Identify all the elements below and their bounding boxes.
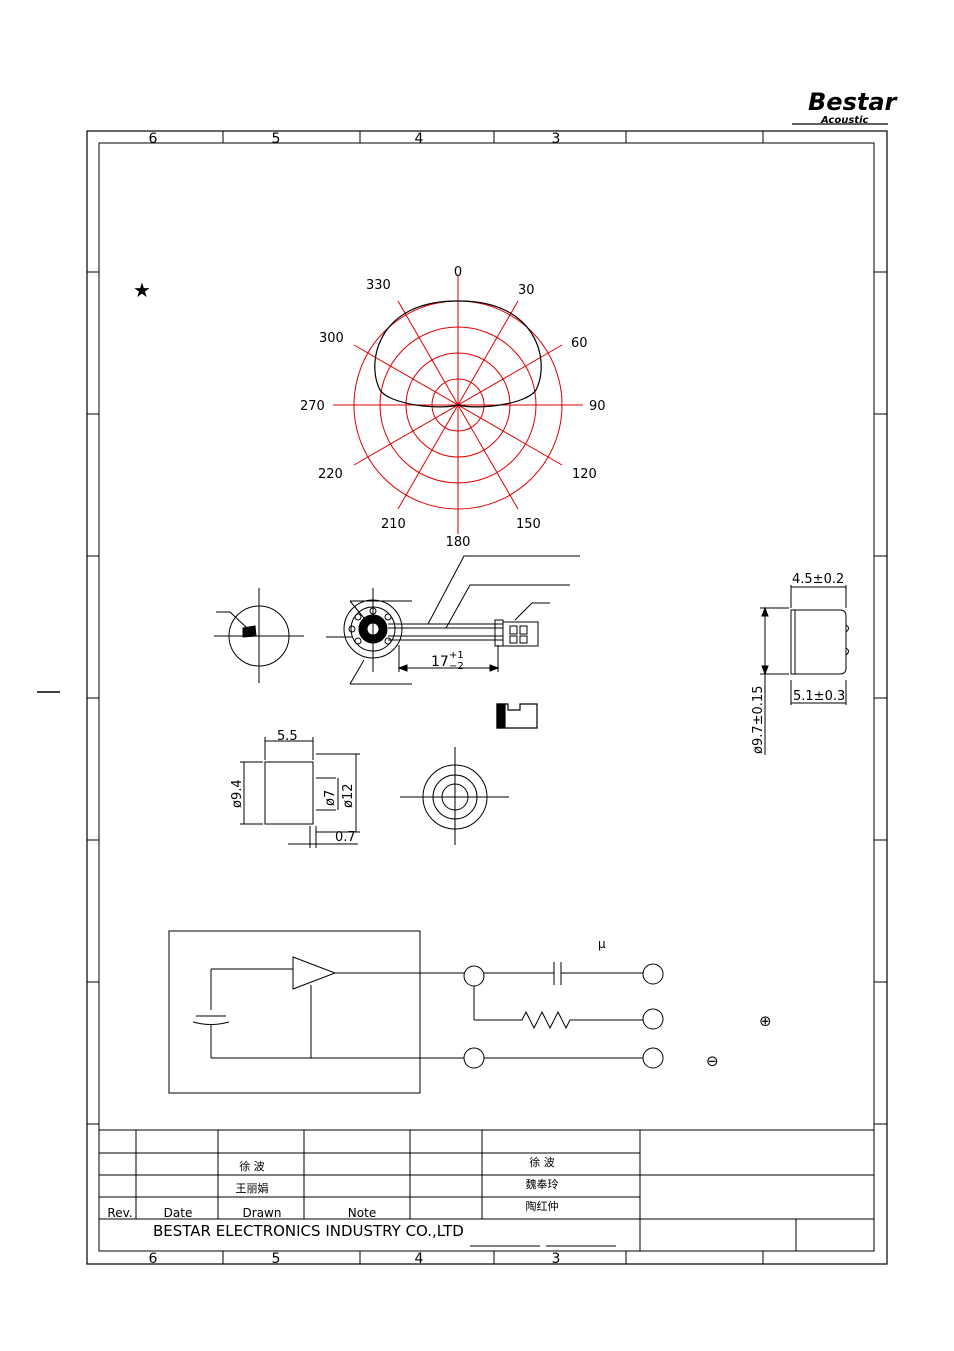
angle-label-270: 270: [300, 399, 325, 414]
approved-by-3: 陶红仲: [526, 1199, 559, 1213]
cap-width-dim: 5.5: [277, 729, 298, 744]
angle-label-90: 90: [589, 399, 606, 414]
col-label-top-4: 4: [415, 131, 424, 147]
col-label-top-6: 6: [149, 131, 158, 147]
cardioid-curve: [374, 300, 542, 408]
angle-label-330: 330: [366, 278, 391, 293]
angle-label-210: 210: [381, 517, 406, 532]
col-label-bottom-4: 4: [415, 1251, 424, 1267]
star-icon: ★: [133, 278, 151, 302]
header-note: Note: [348, 1206, 376, 1220]
angle-label-220: 220: [318, 467, 343, 482]
cap-end-view: [400, 747, 509, 845]
cap-flange-dia-dim: ø12: [341, 784, 356, 809]
rear-view-with-cable: [326, 555, 580, 685]
logo-brand: Bestar: [808, 88, 899, 116]
side-height-dim: 4.5±0.2: [792, 572, 844, 587]
angle-label-300: 300: [319, 331, 344, 346]
cable-length-dim: 17: [431, 654, 449, 670]
angle-label-60: 60: [571, 336, 588, 351]
diameter-dim: ø9.7±0.15: [751, 686, 766, 754]
header-drawn: Drawn: [243, 1206, 282, 1220]
plus-terminal-icon: ⊕: [759, 1012, 772, 1030]
side-view: [760, 585, 849, 755]
connector-detail: [496, 703, 538, 729]
sheet-frame: [86, 130, 888, 1265]
header-rev: Rev.: [107, 1206, 132, 1220]
bestar-logo: Bestar Acoustic: [792, 88, 899, 126]
col-label-top-3: 3: [552, 131, 561, 147]
angle-label-180: 180: [446, 535, 471, 550]
approved-by-2: 魏奉玲: [526, 1177, 559, 1191]
header-date: Date: [164, 1206, 193, 1220]
side-total-dim: 5.1±0.3: [793, 689, 845, 704]
angle-label-0: 0: [454, 265, 462, 280]
cap-outer-dia-dim: ø9.4: [230, 779, 245, 808]
cap-thickness-dim: 0.7: [335, 830, 356, 845]
cable-tol-minus: −2: [449, 661, 464, 672]
drawn-by-1: 徐 波: [239, 1159, 265, 1173]
col-label-bottom-6: 6: [149, 1251, 158, 1267]
col-label-bottom-3: 3: [552, 1251, 561, 1267]
minus-terminal-icon: ⊖: [706, 1052, 719, 1070]
angle-label-150: 150: [516, 517, 541, 532]
col-label-top-5: 5: [272, 131, 281, 147]
col-label-bottom-5: 5: [272, 1251, 281, 1267]
front-view: [214, 588, 304, 683]
title-block: [99, 1129, 874, 1251]
logo-sub: Acoustic: [820, 115, 869, 126]
cap-inner-dia-dim: ø7: [323, 790, 338, 806]
drawn-by-2: 王丽娟: [236, 1181, 269, 1195]
cable-tol-plus: +1: [449, 650, 464, 661]
windscreen-cap: [240, 737, 360, 848]
polar-pattern: 0 30 60 90 120 150 180 210 220 270 300 3…: [300, 265, 606, 550]
approved-by-1: 徐 波: [529, 1155, 555, 1169]
angle-label-120: 120: [572, 467, 597, 482]
angle-label-30: 30: [518, 283, 535, 298]
capacitor-unit: μ: [598, 937, 606, 951]
circuit-diagram: [168, 930, 664, 1094]
company-name: BESTAR ELECTRONICS INDUSTRY CO.,LTD: [153, 1222, 464, 1240]
